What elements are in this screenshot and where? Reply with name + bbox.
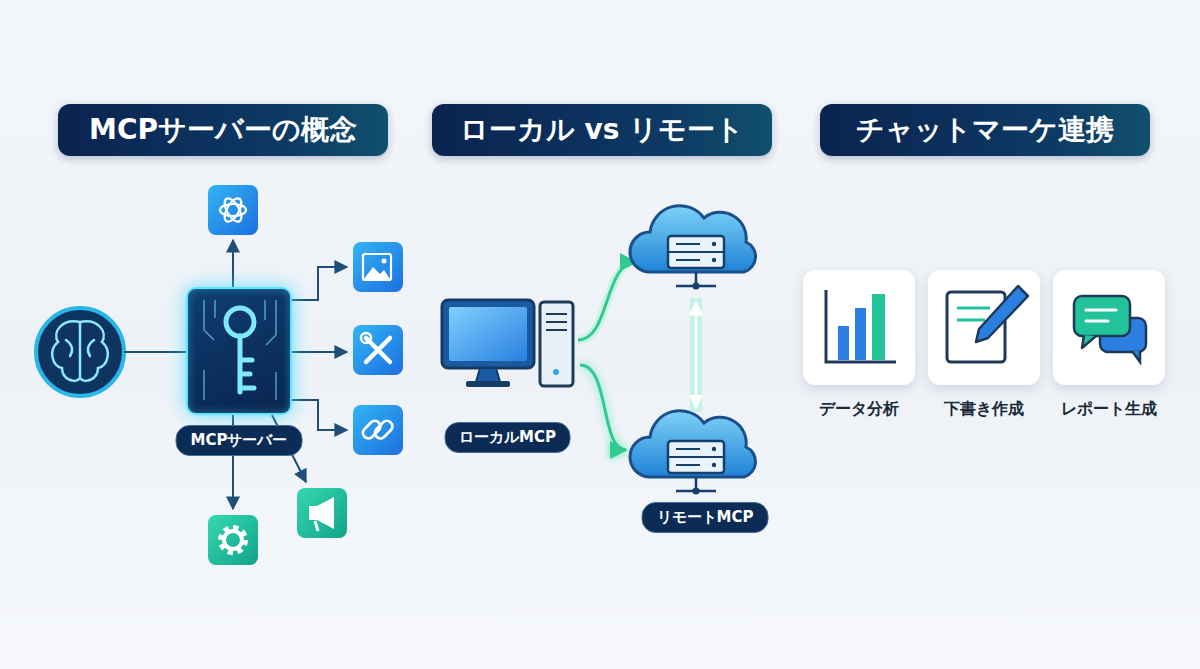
document-lines bbox=[957, 308, 990, 320]
stand bbox=[476, 368, 500, 382]
speech-bubble bbox=[1100, 318, 1146, 352]
chart-bar bbox=[855, 308, 866, 360]
cloud-shape bbox=[630, 206, 756, 272]
icon-tile bbox=[208, 515, 258, 565]
section-heading: チャットマーケ連携 bbox=[820, 104, 1150, 156]
icon-symbol bbox=[220, 196, 246, 225]
server-light bbox=[712, 258, 716, 262]
server-light bbox=[712, 463, 716, 467]
server-light bbox=[712, 447, 716, 451]
key-symbol bbox=[204, 300, 276, 400]
cloud-server bbox=[630, 411, 756, 495]
image-icon bbox=[353, 242, 403, 292]
screen bbox=[449, 307, 527, 361]
chart-bar bbox=[872, 294, 885, 360]
node-label: MCPサーバーの概念 bbox=[89, 111, 357, 149]
circuit-lines bbox=[204, 300, 276, 400]
draft-icon bbox=[947, 286, 1028, 362]
ai-icon bbox=[208, 185, 258, 235]
chart-axis bbox=[826, 290, 896, 362]
section-heading: MCPサーバーの概念 bbox=[58, 104, 388, 156]
icon-stroke bbox=[224, 531, 242, 549]
network-node bbox=[693, 488, 700, 495]
node-label-pill: リモートMCP bbox=[642, 502, 769, 533]
node-label: データ分析 bbox=[819, 399, 899, 420]
power-light bbox=[553, 369, 559, 375]
flow-connector bbox=[580, 365, 626, 450]
icon-stroke bbox=[315, 521, 318, 531]
speech-tail bbox=[1132, 351, 1140, 362]
tower-slots bbox=[546, 314, 567, 330]
arrow-line bbox=[292, 351, 347, 353]
link-icon bbox=[353, 405, 403, 455]
arrow-line bbox=[292, 267, 347, 300]
icon-stroke bbox=[221, 196, 244, 225]
icon-tile bbox=[353, 405, 403, 455]
icon-stroke bbox=[382, 259, 387, 264]
sync-glow bbox=[690, 298, 702, 412]
node-label: 下書き作成 bbox=[944, 399, 1024, 420]
icon-stroke bbox=[373, 419, 395, 441]
icon-tile bbox=[353, 325, 403, 375]
feature-card: 下書き作成 bbox=[928, 270, 1040, 385]
cloud-shape bbox=[630, 411, 756, 477]
pencil bbox=[976, 286, 1028, 342]
stand-base bbox=[466, 381, 510, 387]
monitor bbox=[442, 300, 534, 368]
section-heading: ローカル vs リモート bbox=[432, 104, 772, 156]
document bbox=[947, 292, 1005, 362]
server-slots bbox=[668, 244, 724, 260]
server-slots bbox=[668, 449, 724, 465]
computer-illustration bbox=[442, 300, 573, 387]
icon-stroke bbox=[361, 333, 371, 343]
speech-bubble bbox=[1074, 296, 1130, 336]
tower bbox=[540, 302, 573, 386]
icon-stroke bbox=[221, 196, 244, 225]
arrow-line bbox=[232, 240, 234, 287]
server-box bbox=[668, 441, 724, 473]
megaphone-icon bbox=[297, 488, 347, 538]
arrow-glow bbox=[578, 262, 636, 340]
node-label: ローカル vs リモート bbox=[460, 111, 744, 149]
node-label: レポート生成 bbox=[1061, 399, 1157, 420]
arrow-line bbox=[292, 400, 347, 430]
brain-circle bbox=[36, 308, 124, 396]
brain-icon bbox=[36, 308, 124, 396]
node-label-pill: MCPサーバー bbox=[176, 425, 303, 456]
arrow-line bbox=[578, 262, 636, 340]
speech-tail bbox=[1082, 335, 1096, 348]
server-box: MCPサーバー bbox=[186, 287, 292, 415]
node-label-pill: ローカルMCP bbox=[444, 422, 571, 453]
feature-card: データ分析 bbox=[803, 270, 915, 385]
speech-lines bbox=[1086, 310, 1116, 321]
chart-bar bbox=[838, 326, 849, 360]
chart-icon bbox=[826, 290, 896, 362]
brain-lines bbox=[52, 321, 108, 380]
node-label: チャットマーケ連携 bbox=[856, 111, 1114, 149]
feature-card: レポート生成 bbox=[1053, 270, 1165, 385]
key-shaft bbox=[240, 336, 254, 392]
icon-tile bbox=[353, 242, 403, 292]
local-node: ローカルMCP bbox=[435, 295, 580, 455]
icon-stroke bbox=[364, 267, 390, 279]
gear-icon bbox=[208, 515, 258, 565]
server-box bbox=[668, 236, 724, 268]
report-icon bbox=[1074, 296, 1146, 362]
cloud-server bbox=[630, 206, 756, 290]
network-node bbox=[693, 283, 700, 290]
sync-arrow bbox=[695, 302, 698, 408]
icon-tile bbox=[297, 488, 347, 538]
brain-link bbox=[124, 351, 186, 353]
key-bow bbox=[226, 308, 254, 336]
icon-stroke bbox=[363, 254, 391, 280]
icon-stroke bbox=[221, 528, 245, 552]
icon-tile bbox=[208, 185, 258, 235]
tools-icon bbox=[353, 325, 403, 375]
icon-stroke bbox=[309, 497, 334, 529]
remote-node: リモートMCP bbox=[630, 405, 780, 535]
server-light bbox=[712, 242, 716, 246]
